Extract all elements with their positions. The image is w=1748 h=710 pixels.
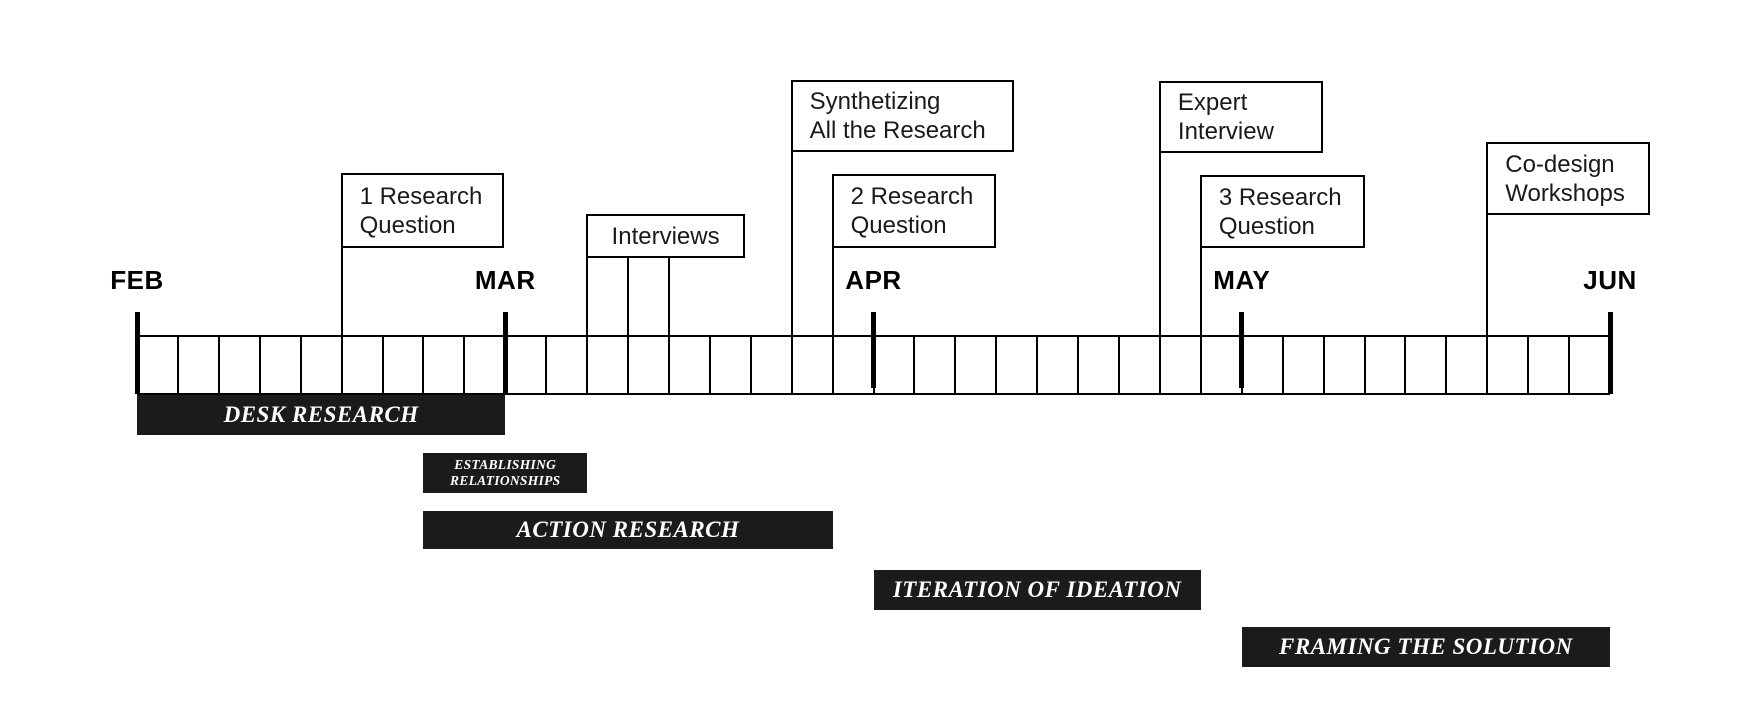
week-cell-line <box>1118 335 1120 395</box>
milestone-connector-interviews <box>627 258 629 337</box>
week-cell-line <box>1036 335 1039 395</box>
week-cell-line <box>176 335 179 395</box>
milestone-connector-research-question-1 <box>340 248 343 337</box>
milestone-connector-research-question-2 <box>831 248 834 337</box>
week-cell-line <box>790 335 793 395</box>
week-cell-line <box>340 335 343 395</box>
week-cell-line <box>1281 335 1284 395</box>
week-cell-line <box>1527 335 1530 395</box>
week-cell-line <box>586 335 589 395</box>
milestone-connector-interviews <box>586 258 589 337</box>
month-tick-apr <box>871 312 876 388</box>
week-cell-line <box>954 335 957 395</box>
week-cell-line <box>1322 335 1325 395</box>
milestone-label-research-question-3: Question <box>1218 212 1315 240</box>
milestone-connector-synthetizing-research <box>790 152 793 337</box>
week-cell-line <box>545 335 548 395</box>
week-cell-line <box>299 335 302 395</box>
month-tick-jun <box>1607 312 1613 394</box>
week-cell-line <box>1445 335 1448 395</box>
milestone-box-interviews: Interviews <box>586 214 746 258</box>
phase-label-iteration-of-ideation: ITERATION OF IDEATION <box>892 577 1182 602</box>
week-cell-line <box>1077 335 1080 395</box>
week-cell-line <box>422 335 425 395</box>
milestone-label-research-question-1: Question <box>359 211 456 239</box>
month-label-jun: JUN <box>1583 265 1637 295</box>
milestone-label-synthetizing-research: Synthetizing <box>809 88 941 115</box>
month-tick-mar <box>502 312 508 394</box>
milestone-connector-codesign-workshops <box>1486 215 1489 337</box>
milestone-label-research-question-2: 2 Research <box>850 183 974 210</box>
week-cell-line <box>463 335 466 395</box>
milestone-label-research-question-2: Question <box>850 212 947 239</box>
month-label-feb: FEB <box>110 265 164 295</box>
week-cell-line <box>1486 335 1489 395</box>
milestone-label-synthetizing-research: All the Research <box>809 117 986 144</box>
month-tick-may <box>1239 312 1245 388</box>
week-cell-line <box>749 335 752 395</box>
month-tick-feb <box>134 312 140 394</box>
phase-label-action-research: ACTION RESEARCH <box>516 517 740 542</box>
milestone-label-codesign-workshops: Workshops <box>1505 179 1625 207</box>
phase-label-establishing-relationships: ESTABLISHING <box>454 457 557 472</box>
week-cell-line <box>381 335 384 395</box>
milestone-connector-expert-interview <box>1158 153 1161 337</box>
week-cell-line <box>667 335 670 395</box>
week-cell-line <box>1404 335 1407 395</box>
milestone-label-research-question-3: 3 Research <box>1218 183 1342 211</box>
week-cell-line <box>913 335 916 395</box>
milestone-label-interviews: Interviews <box>611 222 720 250</box>
phase-label-desk-research: DESK RESEARCH <box>223 402 419 427</box>
week-cell-line <box>1158 335 1161 395</box>
milestone-connector-interviews <box>667 258 670 337</box>
phase-bar-iteration-of-ideation: ITERATION OF IDEATION <box>873 570 1201 610</box>
month-label-may: MAY <box>1213 265 1271 295</box>
milestone-connector-research-question-3 <box>1199 248 1202 337</box>
milestone-label-expert-interview: Expert <box>1177 89 1248 116</box>
milestone-label-research-question-1: 1 Research <box>359 182 483 210</box>
phase-bar-framing-the-solution: FRAMING THE SOLUTION <box>1241 627 1610 667</box>
week-cell-line <box>217 335 220 395</box>
phase-label-establishing-relationships: RELATIONSHIPS <box>450 473 561 488</box>
week-cell-line <box>831 335 834 395</box>
week-cell-line <box>1363 335 1366 395</box>
week-cell-line <box>1199 335 1202 395</box>
phase-label-framing-the-solution: FRAMING THE SOLUTION <box>1279 634 1573 659</box>
month-label-mar: MAR <box>474 265 536 295</box>
milestone-label-codesign-workshops: Co-design <box>1505 150 1615 178</box>
phase-bar-desk-research: DESK RESEARCH <box>137 395 506 435</box>
week-cell-line <box>627 335 629 395</box>
milestone-label-expert-interview: Interview <box>1177 118 1274 145</box>
week-cell-line <box>708 335 711 395</box>
week-cell-line <box>258 335 261 395</box>
month-label-apr: APR <box>845 265 902 295</box>
week-cell-line <box>1568 335 1571 395</box>
phase-bar-action-research: ACTION RESEARCH <box>423 511 833 549</box>
week-cell-line <box>995 335 998 395</box>
